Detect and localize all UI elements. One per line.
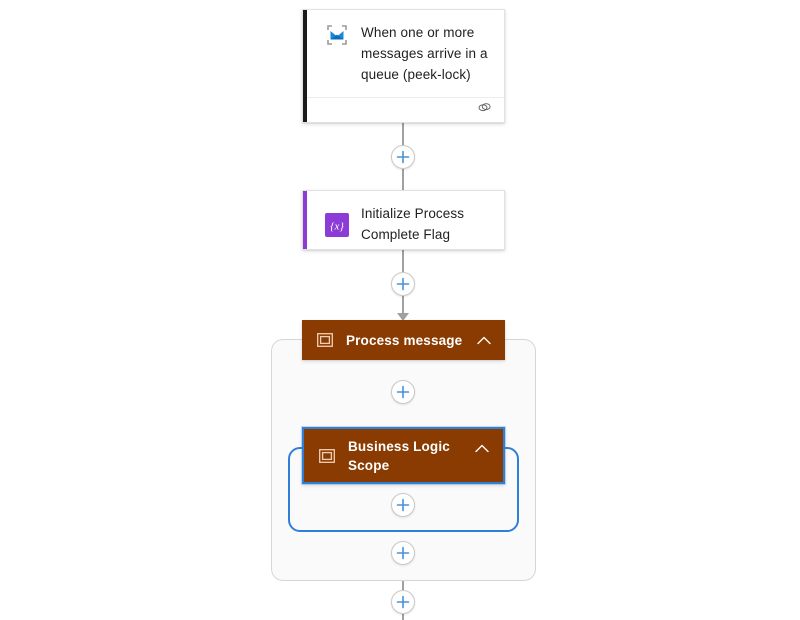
trigger-card-footer: [303, 97, 504, 122]
add-button-after-initialize-variable[interactable]: [391, 272, 415, 296]
variable-braces-icon: {x}: [325, 212, 349, 237]
chevron-up-icon[interactable]: [475, 331, 493, 349]
svg-text:{x}: {x}: [330, 220, 344, 232]
scope-icon: [314, 329, 336, 351]
connector-add-to-process-message: [402, 296, 404, 314]
connector-final-add-down: [402, 614, 404, 620]
scope-header-process-message-title: Process message: [346, 332, 463, 348]
add-button-after-business-logic-scope[interactable]: [391, 541, 415, 565]
initialize-variable-title: Initialize Process Complete Flag: [361, 206, 465, 242]
add-button-inside-business-logic-scope[interactable]: [391, 493, 415, 517]
scope-header-business-logic[interactable]: Business Logic Scope: [302, 427, 505, 484]
initialize-variable-card-body: {x} Initialize Process Complete Flag: [303, 191, 504, 257]
trigger-accent-bar: [303, 10, 307, 122]
scope-header-business-logic-title: Business Logic Scope: [348, 438, 450, 473]
scope-header-process-message[interactable]: Process message: [302, 320, 505, 360]
action-card-initialize-variable[interactable]: {x} Initialize Process Complete Flag: [302, 190, 505, 250]
trigger-card-service-bus[interactable]: When one or more messages arrive in a qu…: [302, 9, 505, 123]
service-bus-envelope-icon: [325, 23, 349, 47]
chevron-up-icon[interactable]: [473, 439, 491, 457]
trigger-card-body: When one or more messages arrive in a qu…: [303, 10, 504, 97]
connector-outer-scope-to-final-add: [402, 581, 404, 590]
comment-icon[interactable]: [477, 100, 492, 120]
add-button-inside-process-message[interactable]: [391, 380, 415, 404]
connector-trigger-to-add: [402, 122, 404, 145]
scope-icon: [316, 445, 338, 467]
add-button-after-trigger[interactable]: [391, 145, 415, 169]
connector-add-to-initialize: [402, 169, 404, 190]
arrowhead-to-process-message: [397, 313, 409, 321]
initialize-variable-accent-bar: [303, 191, 307, 249]
add-button-after-process-message-scope[interactable]: [391, 590, 415, 614]
trigger-title: When one or more messages arrive in a qu…: [361, 25, 488, 82]
connector-initialize-to-add: [402, 250, 404, 272]
